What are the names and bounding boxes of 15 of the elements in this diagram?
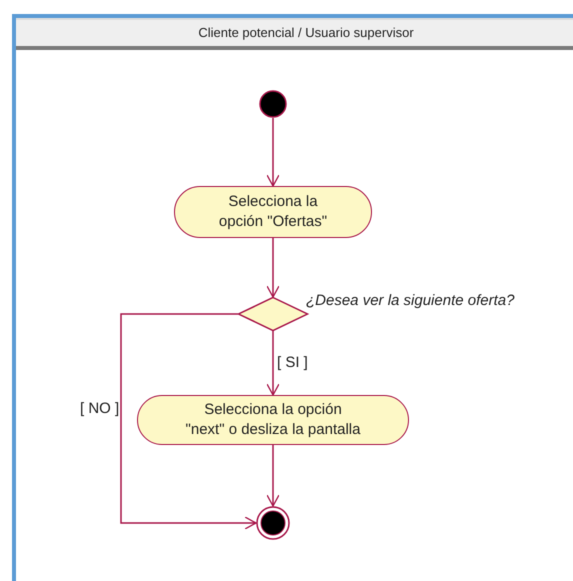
guard-label: [ SI ] bbox=[277, 354, 308, 372]
initial-node bbox=[259, 90, 287, 118]
final-node bbox=[256, 506, 290, 540]
flow-arrow bbox=[120, 313, 257, 530]
flow-arrow bbox=[266, 118, 280, 187]
swimlane-header: Cliente potencial / Usuario supervisor bbox=[16, 18, 573, 50]
guard-question: ¿Desea ver la siguiente oferta? bbox=[306, 292, 514, 309]
decision-diamond bbox=[238, 297, 308, 331]
swimlane-frame bbox=[12, 14, 573, 581]
flow-arrow bbox=[266, 238, 280, 298]
flow-arrow bbox=[266, 445, 280, 507]
action-node: Selecciona la opción "next" o desliza la pantalla bbox=[137, 395, 409, 445]
action-node: Selecciona la opción "Ofertas" bbox=[174, 186, 372, 238]
guard-label: [ NO ] bbox=[80, 400, 120, 418]
flow-arrow bbox=[266, 331, 280, 396]
